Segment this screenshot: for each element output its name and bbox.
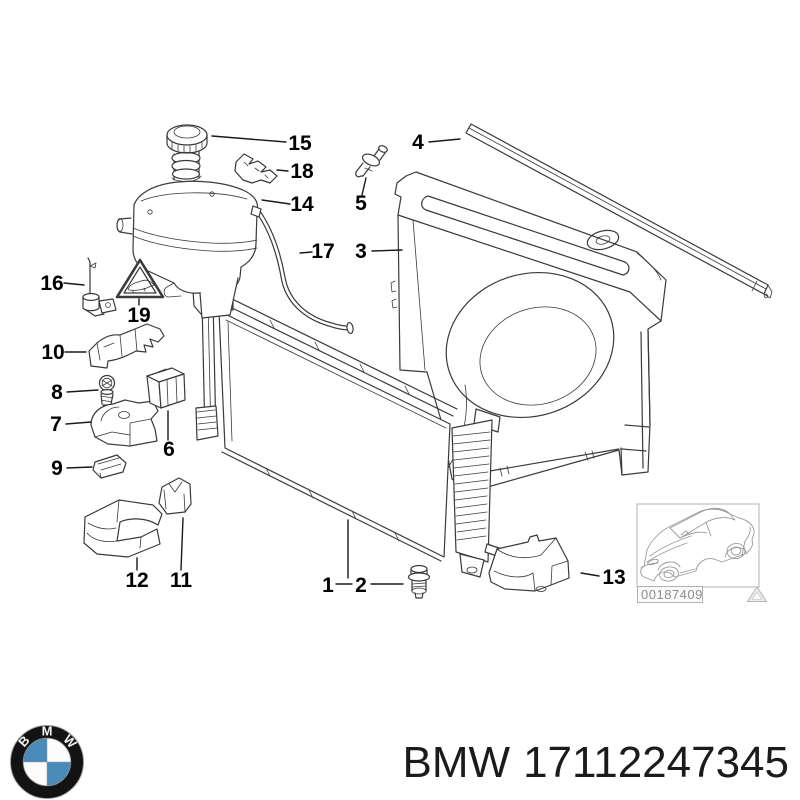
- car-illustration-icon: [640, 507, 755, 582]
- fan-shroud: [390, 171, 667, 493]
- brand-text: BMW: [403, 738, 511, 787]
- support-mount: [90, 399, 159, 447]
- callout-14: 14: [261, 193, 314, 216]
- rubber-buffer: [146, 367, 186, 409]
- bmw-logo-icon: B M W: [10, 724, 84, 799]
- expansion-rivet: [355, 145, 388, 178]
- callout-15: 15: [211, 132, 312, 155]
- callout-label-3: 3: [355, 240, 367, 263]
- expansion-tank: [116, 151, 259, 319]
- callout-4: 4: [412, 131, 461, 154]
- callout-7: 7: [50, 413, 92, 436]
- callout-label-15: 15: [288, 132, 312, 155]
- callout-13: 13: [580, 566, 626, 589]
- screw: [98, 374, 116, 410]
- callout-label-8: 8: [51, 381, 63, 404]
- callouts: 1 2 3 4 5 6 7 8 9: [40, 131, 625, 597]
- thumbnail-frame: [636, 503, 760, 588]
- air-deflector: [488, 534, 570, 592]
- callout-label-12: 12: [125, 569, 148, 592]
- callout-label-6: 6: [163, 438, 175, 461]
- callout-label-17: 17: [311, 240, 334, 263]
- callout-8: 8: [51, 381, 99, 404]
- callout-label-4: 4: [412, 131, 424, 154]
- car-thumbnail: 00187409: [636, 503, 768, 603]
- callout-label-5: 5: [355, 192, 367, 215]
- callout-9: 9: [51, 457, 93, 480]
- callout-label-13: 13: [602, 566, 625, 589]
- expansion-tank-cap: [166, 124, 208, 154]
- callout-label-14: 14: [290, 193, 314, 216]
- callout-label-7: 7: [50, 413, 62, 436]
- callout-11: 11: [170, 517, 193, 592]
- callout-6: 6: [163, 410, 175, 461]
- callout-3: 3: [355, 240, 403, 263]
- callout-17: 17: [299, 240, 335, 263]
- spring-clip: [92, 454, 127, 479]
- warning-label: [115, 258, 165, 299]
- callout-label-10: 10: [41, 341, 64, 364]
- drain-plug: [407, 564, 431, 599]
- callout-16: 16: [40, 272, 85, 295]
- callout-label-19: 19: [127, 304, 150, 327]
- callout-label-2: 2: [355, 574, 367, 597]
- sealing-strip: [465, 123, 773, 299]
- level-sensor: [82, 257, 117, 317]
- image-code-label: 00187409: [641, 587, 703, 602]
- overflow-hose: [250, 205, 354, 335]
- callout-label-1: 1: [322, 574, 334, 597]
- callout-1-2: 1 2: [322, 519, 404, 597]
- part-number-value: 17112247345: [523, 738, 789, 787]
- callout-10: 10: [41, 341, 87, 364]
- callout-label-9: 9: [51, 457, 63, 480]
- callout-19: 19: [127, 298, 151, 327]
- rubber-mount: [158, 477, 192, 515]
- callout-12: 12: [125, 557, 149, 592]
- image-code-box: [637, 586, 703, 603]
- holder-bracket: [88, 323, 165, 369]
- watermark-triangle-icon: [746, 586, 768, 602]
- logo-letter-m: M: [42, 724, 53, 739]
- callout-5: 5: [355, 177, 367, 215]
- retaining-clip: [234, 153, 278, 184]
- callout-label-16: 16: [40, 272, 63, 295]
- callout-label-18: 18: [290, 160, 314, 183]
- air-duct: [83, 499, 163, 558]
- callout-label-11: 11: [170, 569, 193, 592]
- callout-18: 18: [276, 160, 314, 183]
